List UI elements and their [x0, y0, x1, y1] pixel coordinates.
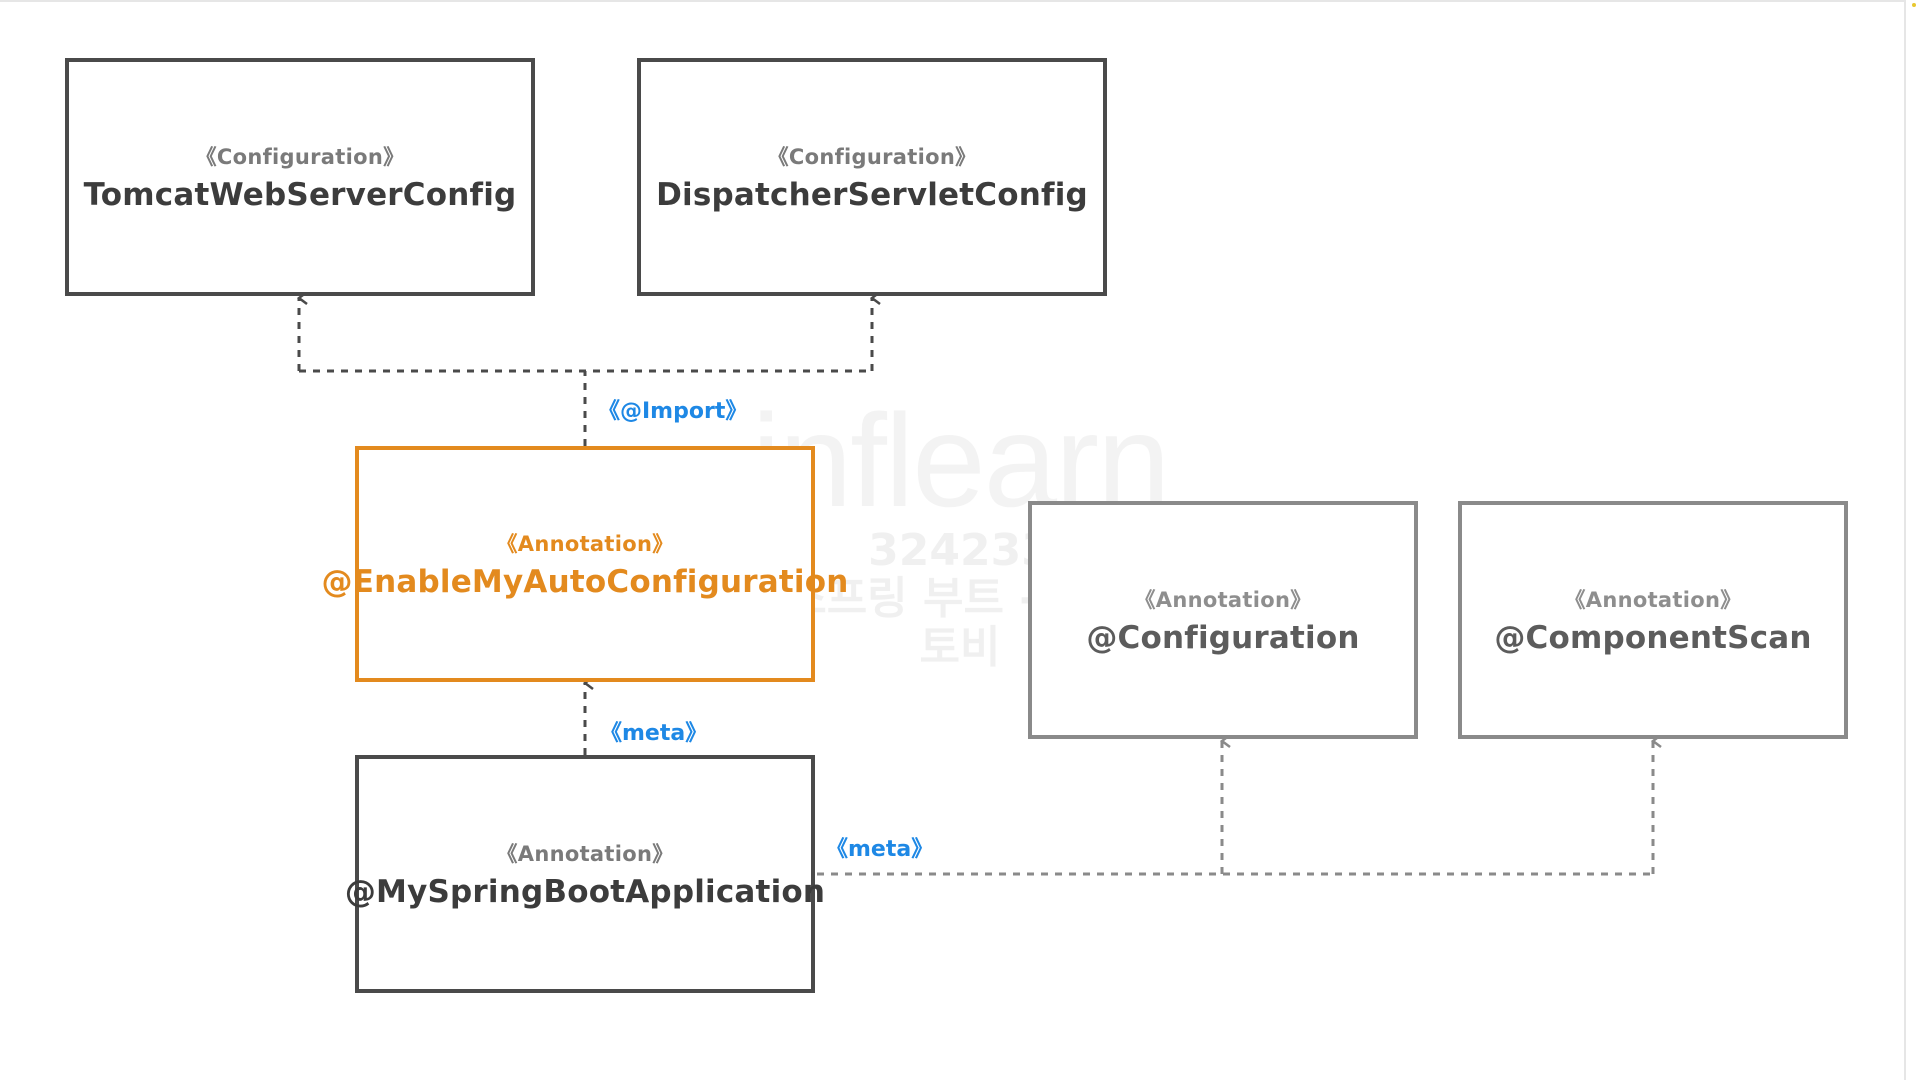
dispatcher-servlet-config-box[interactable]: 《Configuration》 DispatcherServletConfig [637, 58, 1107, 296]
my-spring-boot-application-box[interactable]: 《Annotation》 @MySpringBootApplication [345, 755, 825, 993]
stereotype-label: 《Annotation》 [496, 532, 674, 556]
corner-dot [1912, 3, 1916, 7]
class-name: DispatcherServletConfig [656, 177, 1088, 213]
meta-relation-label-lower: 《meta》 [826, 837, 934, 862]
stereotype-label: 《Annotation》 [1134, 588, 1312, 612]
meta-connector-lower [817, 741, 1653, 876]
import-connector [299, 298, 872, 446]
stereotype-label: 《Annotation》 [1564, 588, 1742, 612]
annotation-name: @Configuration [1086, 620, 1360, 656]
tomcat-web-server-config-box[interactable]: 《Configuration》 TomcatWebServerConfig [65, 58, 535, 296]
component-scan-annotation-box[interactable]: 《Annotation》 @ComponentScan [1458, 501, 1848, 739]
annotation-name: @MySpringBootApplication [344, 874, 826, 910]
configuration-annotation-box[interactable]: 《Annotation》 @Configuration [1028, 501, 1418, 739]
stereotype-label: 《Configuration》 [767, 145, 977, 169]
enable-my-auto-configuration-box[interactable]: 《Annotation》 @EnableMyAutoConfiguration [322, 446, 848, 682]
annotation-name: @EnableMyAutoConfiguration [321, 564, 849, 600]
annotation-name: @ComponentScan [1494, 620, 1812, 656]
stereotype-label: 《Annotation》 [496, 842, 674, 866]
meta-relation-label-upper: 《meta》 [600, 721, 708, 746]
import-relation-label: 《@Import》 [598, 399, 748, 424]
stereotype-label: 《Configuration》 [195, 145, 405, 169]
class-name: TomcatWebServerConfig [83, 177, 517, 213]
